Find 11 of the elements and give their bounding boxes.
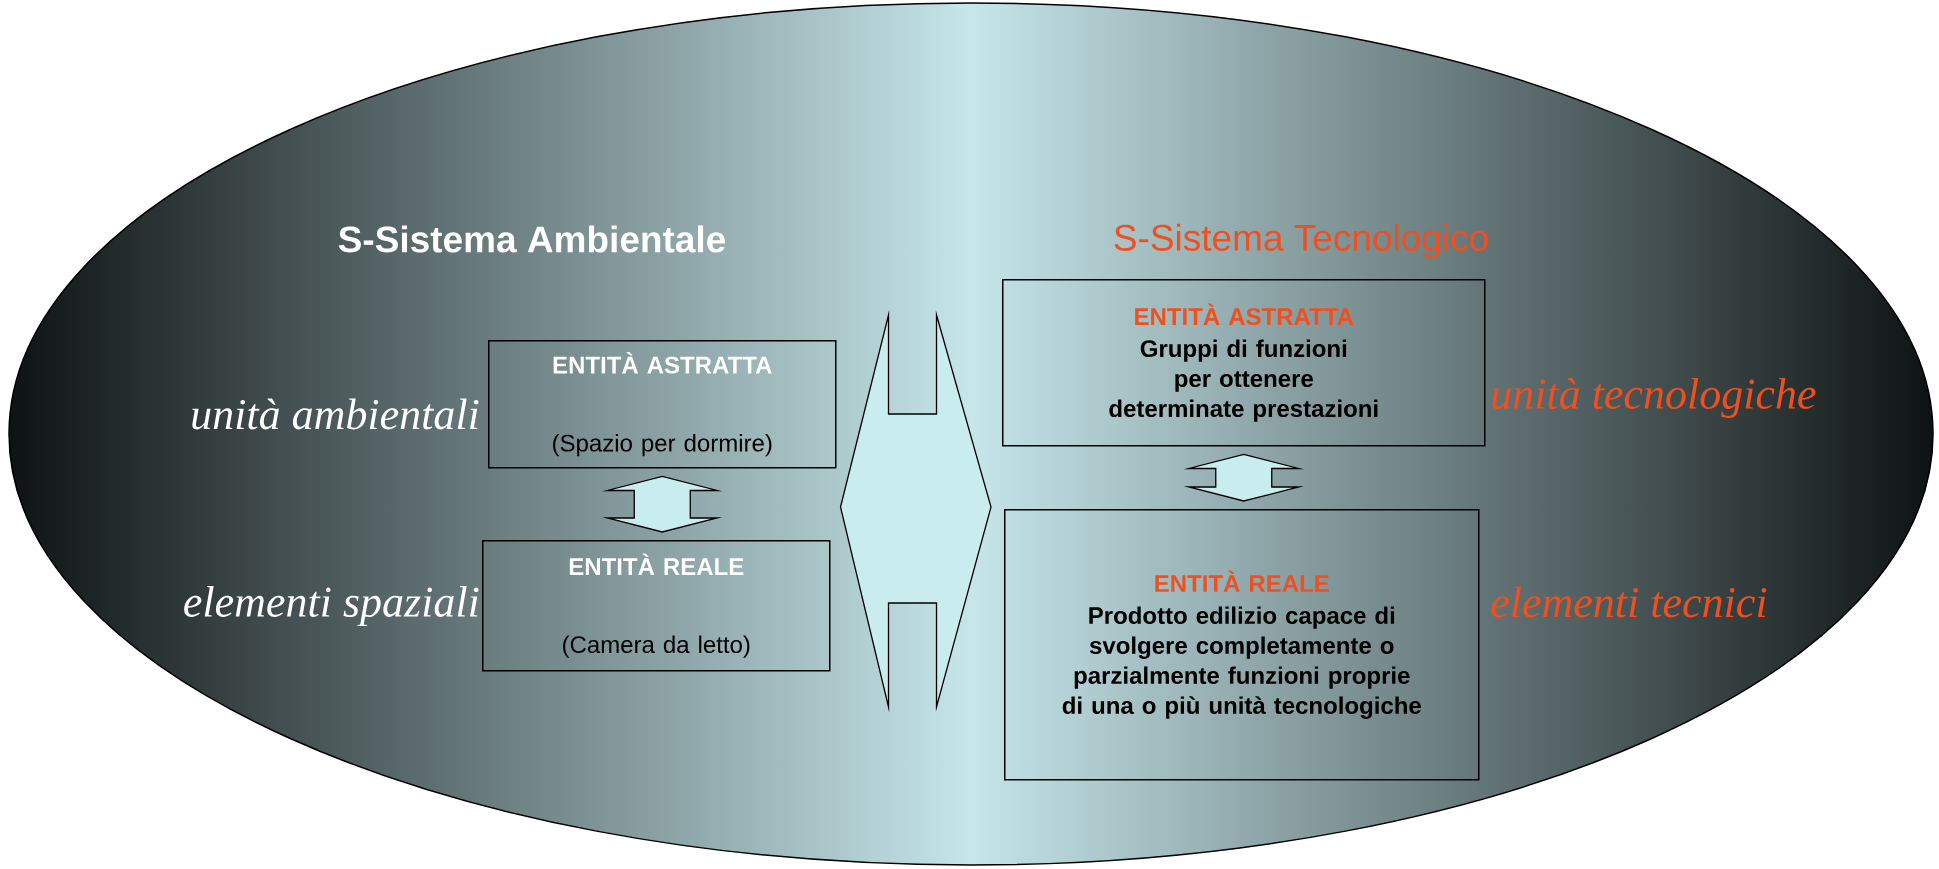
double-arrow bbox=[602, 475, 723, 533]
side-label: elementi spaziali bbox=[184, 586, 479, 626]
entity-box: ENTITÀ REALE (Camera da letto) bbox=[482, 540, 831, 672]
side-label: unità ambientali bbox=[192, 398, 479, 430]
entity-box: ENTITÀ ASTRATTA (Spazio per dormire) bbox=[488, 340, 837, 469]
system-heading: S-Sistema Ambientale bbox=[338, 225, 725, 253]
entity-box: ENTITÀ REALE Prodotto edilizio capace di svolgere completamente o parzialmente funzioni proprie di una o più unità tecnologiche bbox=[1004, 509, 1480, 781]
entity-box: ENTITÀ ASTRATTA Gruppi di funzioni per ottenere determinate prestazioni bbox=[1002, 279, 1486, 447]
side-label: elementi tecnici bbox=[1491, 586, 1767, 618]
double-arrow bbox=[1183, 453, 1304, 502]
side-label: unità tecnologiche bbox=[1492, 378, 1816, 418]
